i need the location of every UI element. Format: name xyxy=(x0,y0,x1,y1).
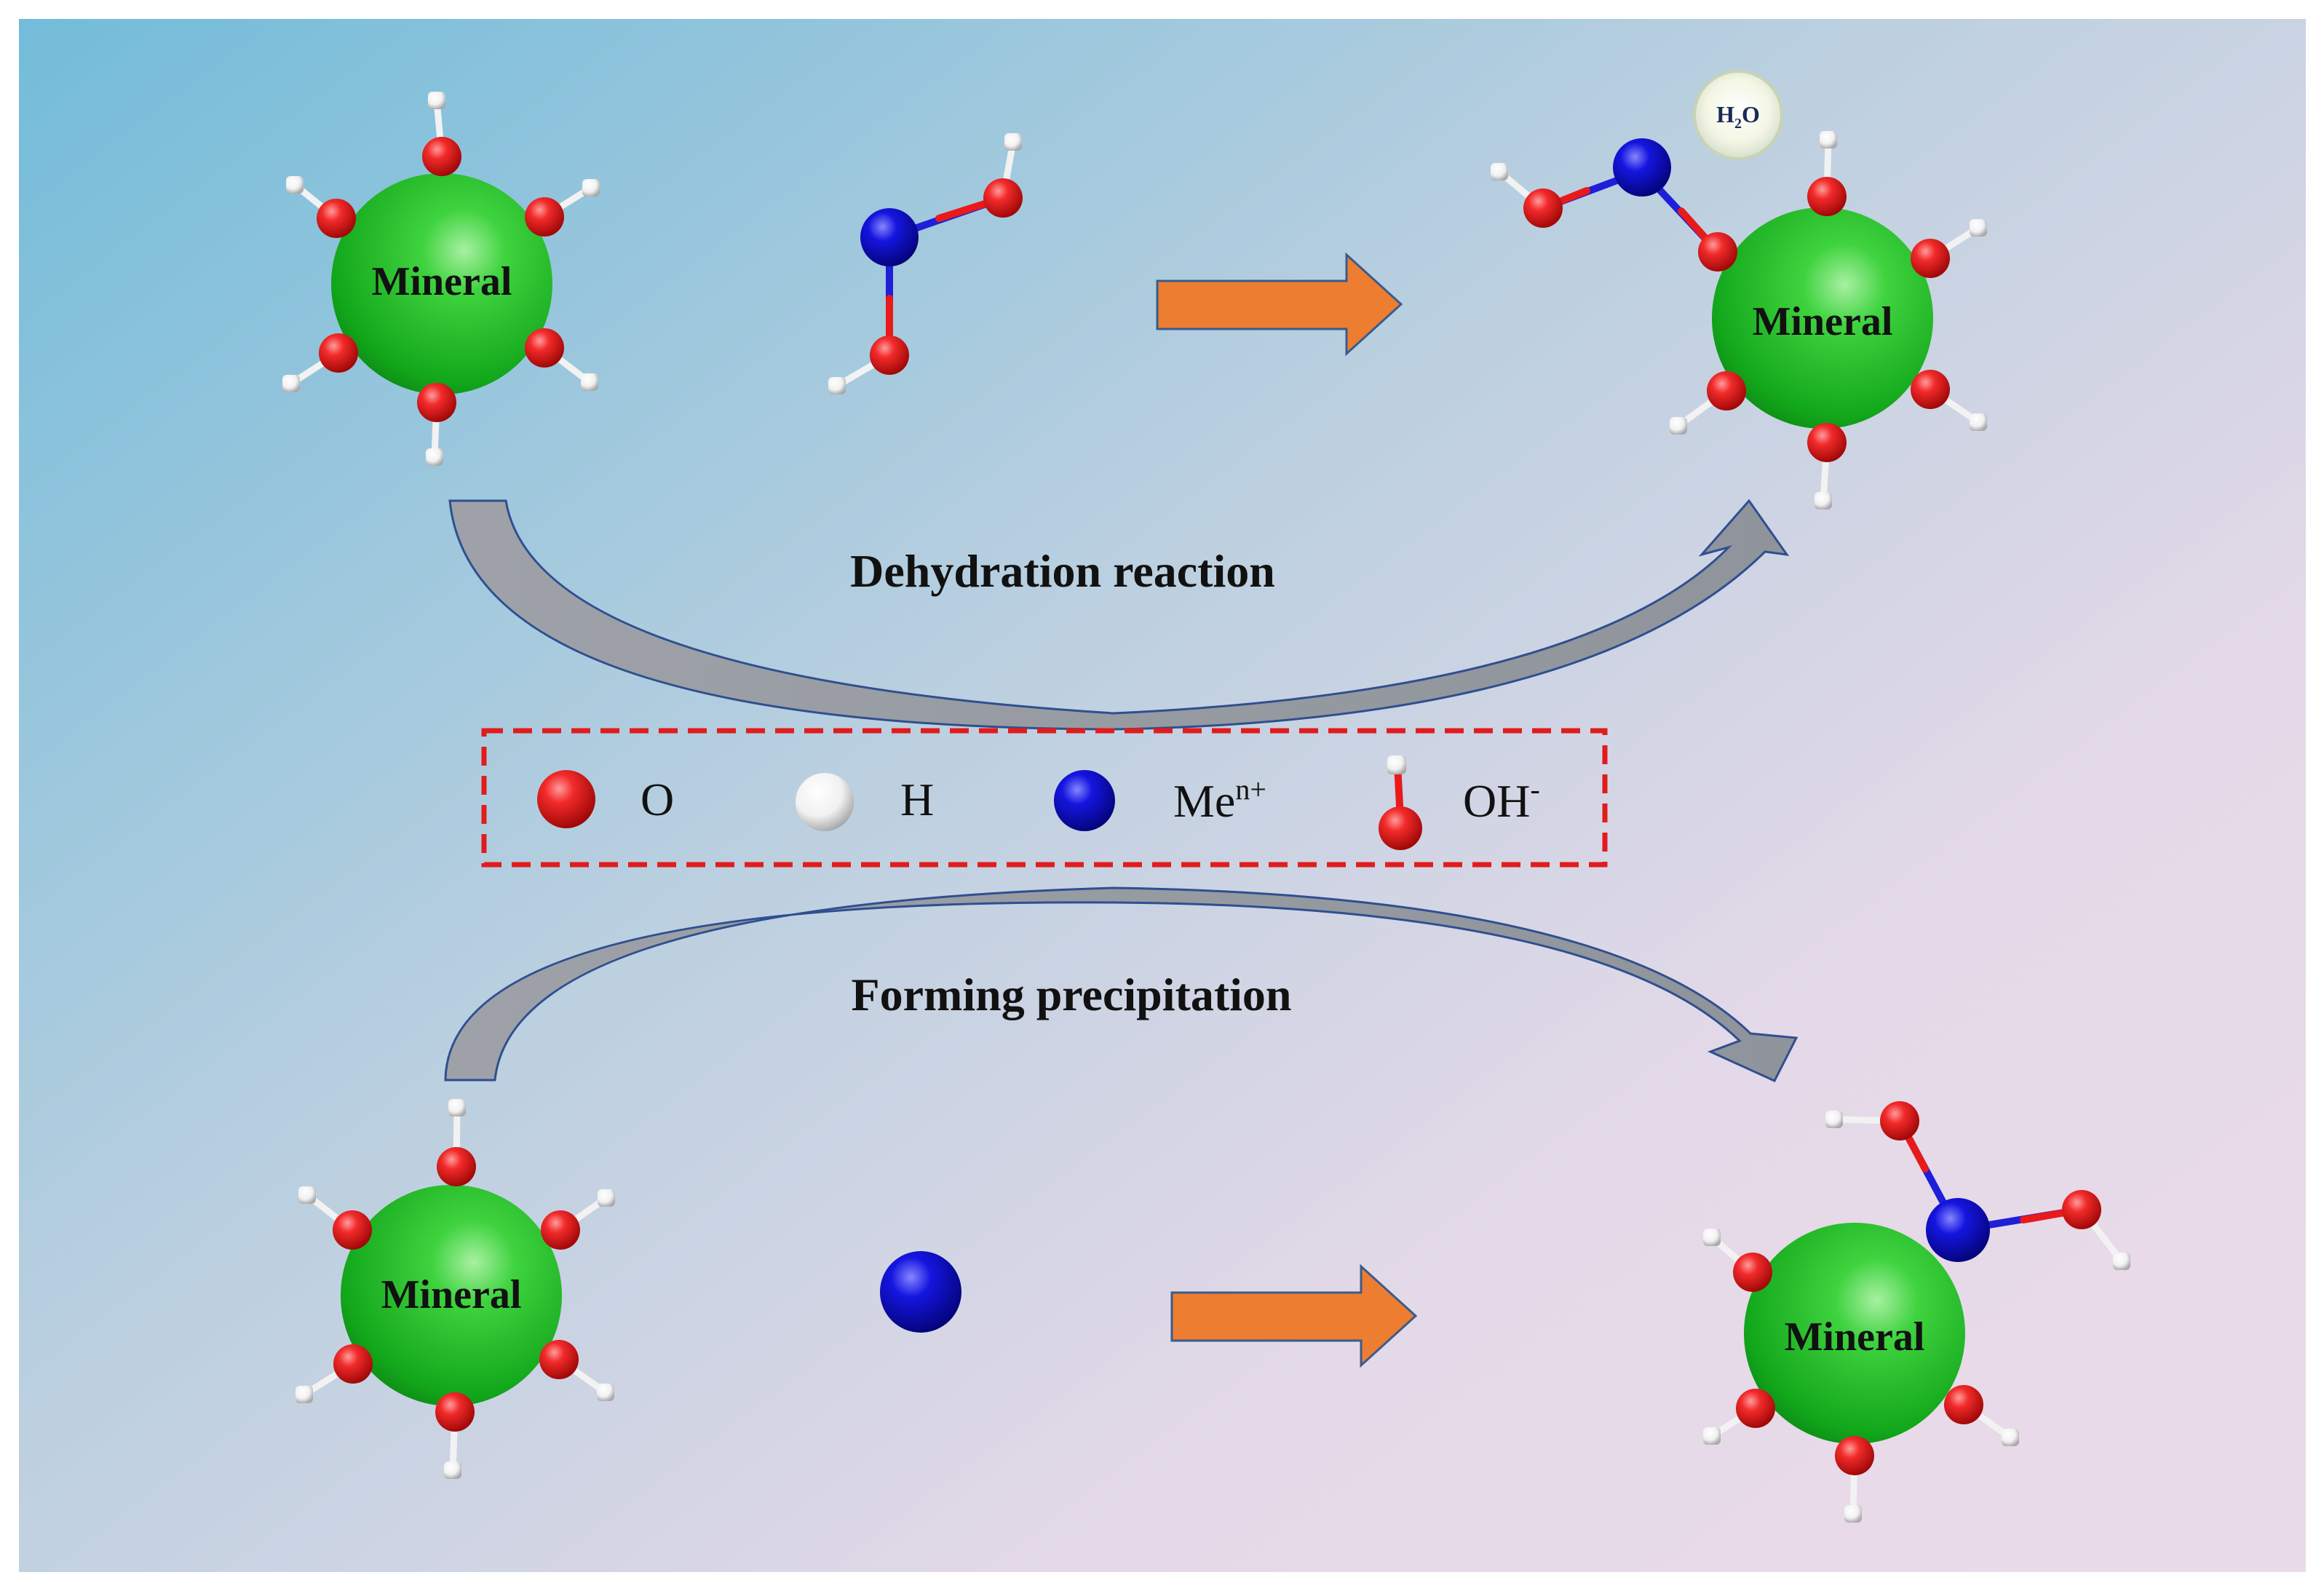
oxygen-atom xyxy=(333,1344,373,1384)
mineral-sphere-bottom-left xyxy=(341,1185,562,1406)
oxygen-atom xyxy=(435,1392,475,1432)
oxygen-atom xyxy=(983,178,1023,218)
water-label: H2O xyxy=(1716,101,1760,132)
hydrogen-atom xyxy=(1820,131,1837,148)
hydrogen-atom xyxy=(582,179,600,197)
oxygen-atom xyxy=(1707,371,1746,410)
hydrogen-atom xyxy=(1491,163,1508,180)
reaction-arrow-bottom xyxy=(1170,1263,1418,1368)
hydrogen-atom xyxy=(828,377,846,394)
free-metal-ion xyxy=(880,1251,961,1333)
mineral-sphere-bottom-right xyxy=(1744,1223,1965,1444)
hydrogen-atom xyxy=(1970,219,1987,237)
hydrogen-atom xyxy=(296,1386,313,1403)
hydrogen-atom xyxy=(444,1461,461,1479)
oxygen-atom xyxy=(319,333,358,373)
hydrogen-atom xyxy=(1004,133,1022,151)
hydrogen-atom xyxy=(581,373,598,391)
metal-ion-complex xyxy=(860,208,919,266)
oxygen-atom xyxy=(1736,1389,1775,1428)
hydrogen-atom xyxy=(597,1384,614,1401)
metal-ion-precipitated xyxy=(1926,1198,1990,1262)
metal-ion-bonded xyxy=(1613,138,1671,197)
oxygen-atom xyxy=(1835,1436,1874,1475)
oxygen-atom xyxy=(870,336,909,375)
hydrogen-atom xyxy=(1815,492,1832,509)
mineral-label-top-right: Mineral xyxy=(1753,299,1893,344)
oxygen-atom xyxy=(539,1340,579,1379)
hydrogen-atom xyxy=(428,92,445,109)
hydrogen-atom xyxy=(1844,1505,1862,1523)
oxygen-atom xyxy=(437,1147,476,1186)
legend-oxygen-swatch xyxy=(537,770,595,828)
mineral-label-bottom-right: Mineral xyxy=(1785,1314,1925,1360)
dehydration-curved-arrow xyxy=(448,499,1790,731)
bridging-oxygen-atom xyxy=(1698,232,1737,271)
forming-precipitation-label: Forming precipitation xyxy=(852,969,1292,1020)
dehydration-reaction-label: Dehydration reaction xyxy=(850,545,1275,597)
hydrogen-atom xyxy=(286,176,304,194)
oxygen-atom xyxy=(1733,1253,1772,1292)
oxygen-atom xyxy=(525,328,564,368)
hydrogen-atom xyxy=(426,448,443,466)
hydrogen-atom xyxy=(2002,1429,2019,1446)
hydrogen-atom xyxy=(1703,1229,1721,1246)
legend-hydroxide-label: OH- xyxy=(1463,773,1540,827)
oxygen-atom xyxy=(1807,177,1847,216)
hydrogen-atom xyxy=(448,1099,466,1116)
molecules xyxy=(282,92,2130,1523)
legend-metal-swatch xyxy=(1054,770,1115,831)
oxygen-atom xyxy=(333,1210,372,1250)
hydrogen-atom xyxy=(282,375,300,392)
hydrogen-atom xyxy=(1970,413,1987,431)
hydrogen-atom xyxy=(1703,1427,1721,1445)
hydrogen-atom xyxy=(598,1189,615,1207)
legend-hydrogen-label: H xyxy=(900,774,934,825)
oxygen-atom xyxy=(317,199,356,238)
hydrogen-atom xyxy=(2113,1253,2130,1270)
mineral-sphere-top-left xyxy=(331,173,552,394)
mineral-sphere-top-right xyxy=(1712,207,1933,429)
legend-hydroxide-oxygen xyxy=(1379,806,1422,850)
precipitation-curved-arrow xyxy=(444,886,1798,1082)
hydrogen-atom xyxy=(1825,1111,1843,1128)
oxygen-atom xyxy=(1911,370,1950,409)
oxygen-atom xyxy=(1911,239,1950,278)
reaction-arrow-top xyxy=(1156,252,1403,357)
hydrogen-atom xyxy=(1670,417,1687,435)
legend-hydrogen-swatch xyxy=(796,773,854,831)
legend-metal-label: Men+ xyxy=(1173,773,1266,827)
oxygen-atom xyxy=(1944,1385,1983,1424)
legend-hydroxide-hydrogen xyxy=(1387,755,1406,774)
water-molecule-bubble xyxy=(1693,70,1783,160)
oxygen-atom xyxy=(417,383,456,422)
oxygen-atom xyxy=(422,137,461,176)
legend-oxygen-label: O xyxy=(641,774,674,825)
mineral-label-top-left: Mineral xyxy=(372,259,512,304)
oxygen-atom xyxy=(541,1210,580,1250)
oxygen-atom xyxy=(1807,423,1847,462)
oxygen-atom xyxy=(1523,189,1563,228)
hydrogen-atom xyxy=(298,1186,316,1204)
oxygen-atom xyxy=(1880,1101,1919,1140)
oxygen-atom xyxy=(2062,1190,2101,1229)
mineral-label-bottom-left: Mineral xyxy=(381,1272,522,1317)
oxygen-atom xyxy=(525,197,564,237)
legend-box xyxy=(481,728,1608,868)
legend: O H Men+ OH- xyxy=(481,728,1608,868)
